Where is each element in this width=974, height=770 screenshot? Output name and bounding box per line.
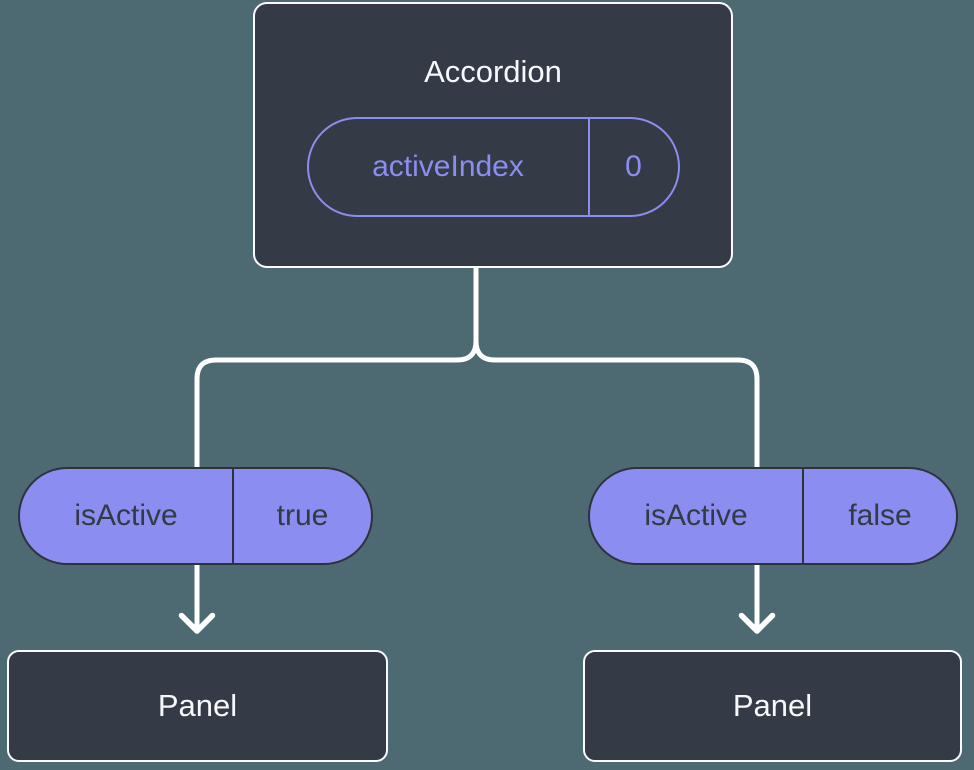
pill-divider <box>587 119 590 216</box>
arrow-down-icon <box>178 612 216 634</box>
panel-1-node: Panel <box>7 650 388 762</box>
prop-name: isActive <box>644 499 748 532</box>
prop-name: isActive <box>74 499 178 532</box>
prop-value: true <box>276 499 329 532</box>
arrow-down-icon <box>738 612 776 634</box>
connector-left-branch <box>194 267 479 628</box>
panel-2-node-title: Panel <box>732 688 813 724</box>
accordion-node-title: Accordion <box>424 53 562 89</box>
pill-divider <box>232 469 234 563</box>
prop-value: false <box>848 499 912 532</box>
panel-1-prop-pill: isActive true <box>18 467 373 565</box>
prop-name: activeIndex <box>372 150 524 184</box>
accordion-node: Accordion activeIndex 0 <box>253 2 733 268</box>
connector-right-branch <box>473 267 760 628</box>
pill-divider <box>802 469 804 563</box>
panel-2-prop-pill: isActive false <box>588 467 958 565</box>
accordion-prop-pill: activeIndex 0 <box>306 117 680 218</box>
panel-1-node-title: Panel <box>157 688 238 724</box>
prop-value: 0 <box>625 150 642 184</box>
panel-2-node: Panel <box>583 650 962 762</box>
